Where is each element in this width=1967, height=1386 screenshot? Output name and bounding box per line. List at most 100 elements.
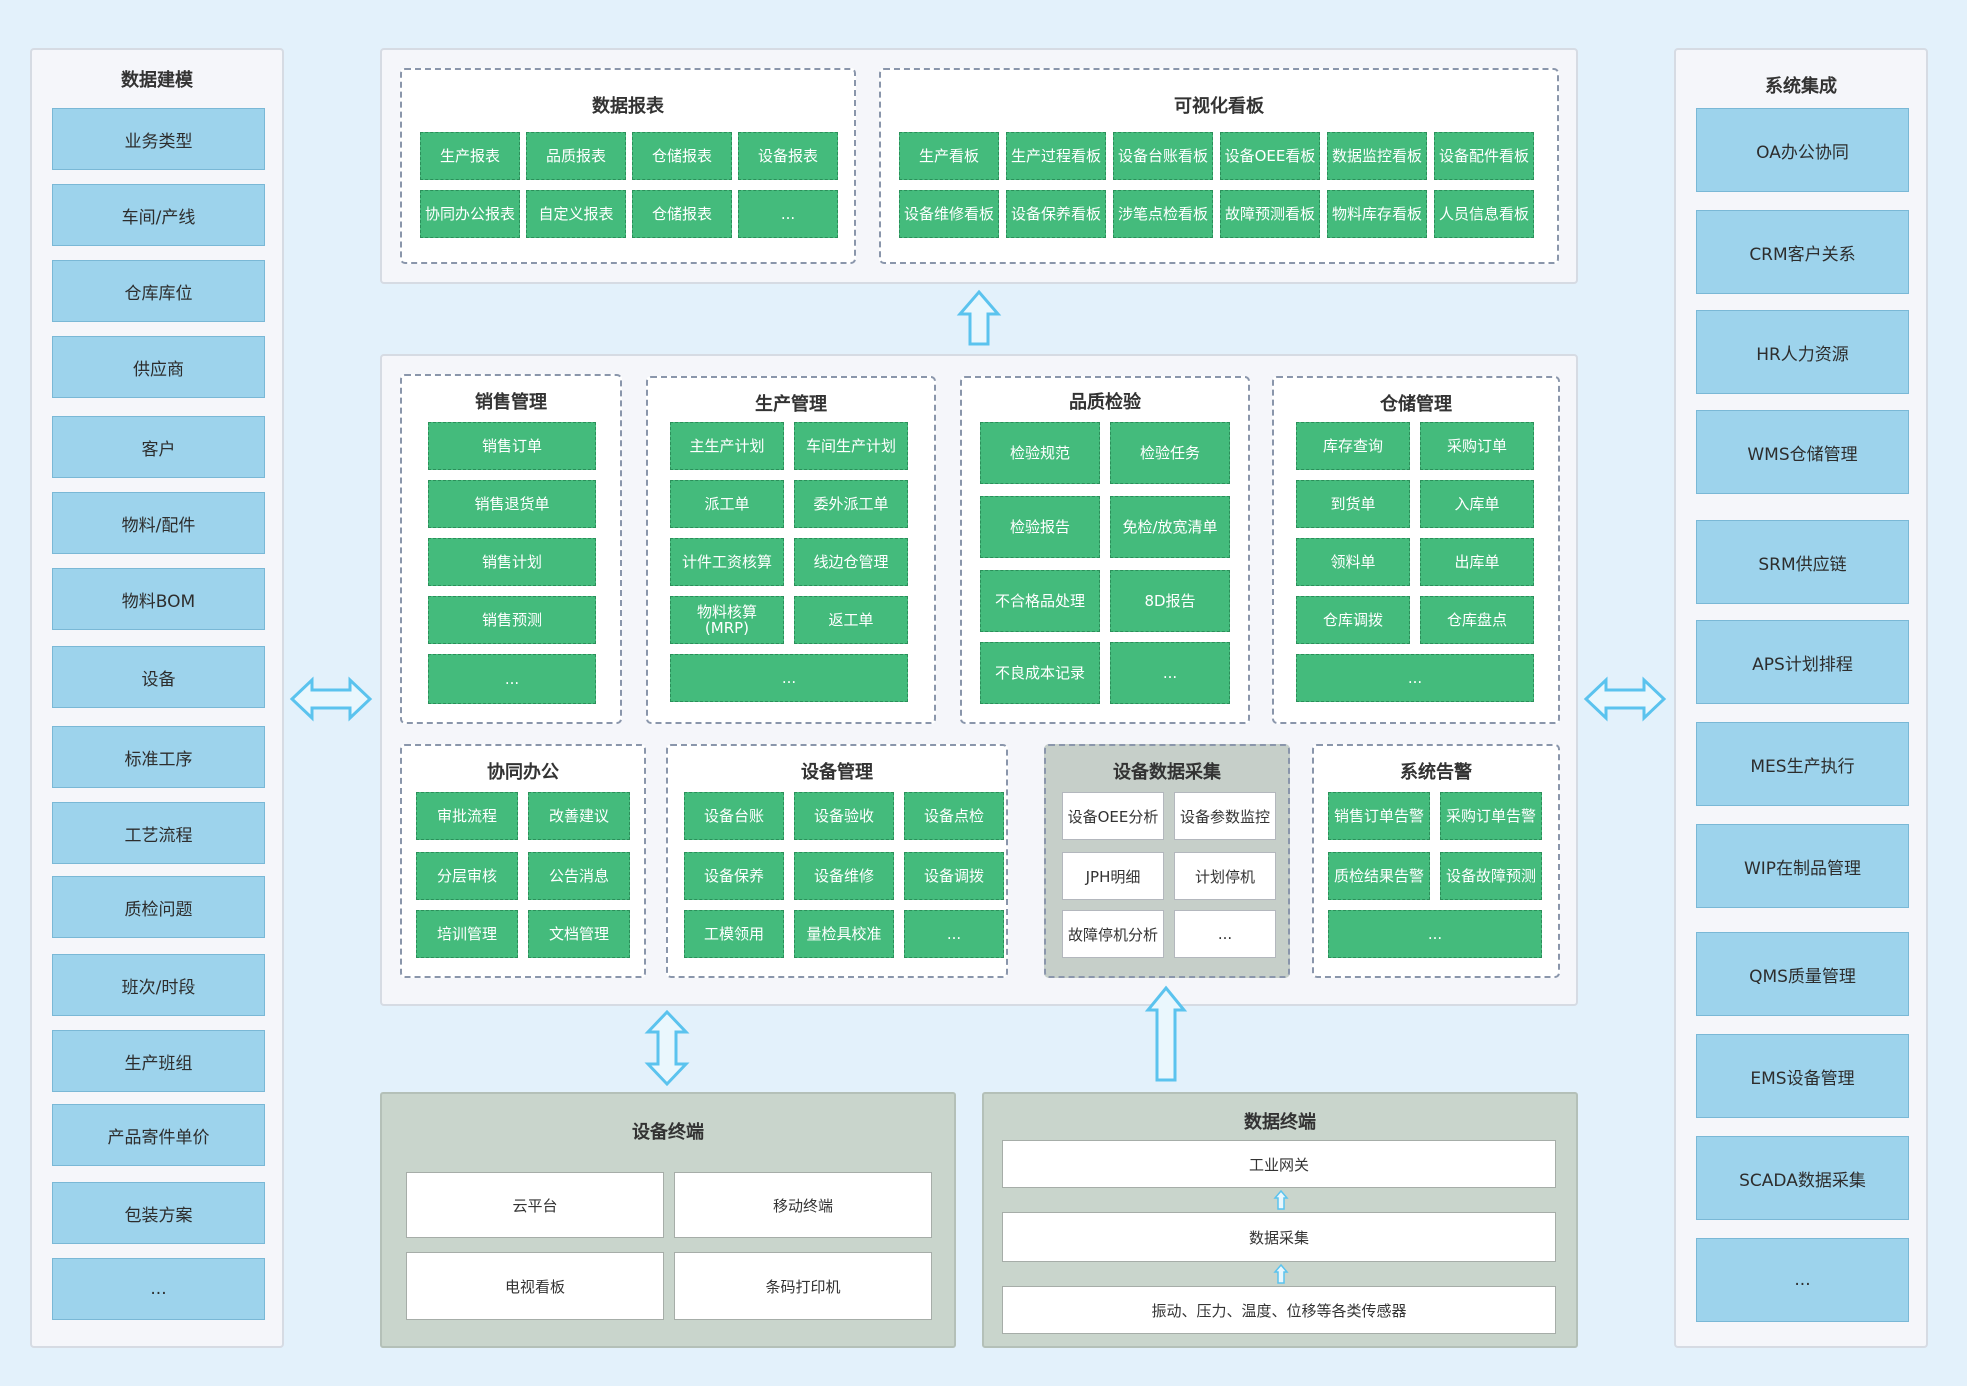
warehouse-item[interactable]: 仓库调拨: [1296, 596, 1410, 644]
production-item[interactable]: 派工单: [670, 480, 784, 528]
quality-item[interactable]: 不良成本记录: [980, 642, 1100, 704]
data-modeling-item[interactable]: 设备: [52, 646, 265, 708]
report-item[interactable]: 品质报表: [526, 132, 626, 180]
data-modeling-item[interactable]: 供应商: [52, 336, 265, 398]
equipment-item[interactable]: 设备台账: [684, 792, 784, 840]
equipment-item[interactable]: 设备验收: [794, 792, 894, 840]
alarm-item[interactable]: ...: [1328, 910, 1542, 958]
quality-item[interactable]: 检验规范: [980, 422, 1100, 484]
report-item[interactable]: 生产报表: [420, 132, 520, 180]
collection-item[interactable]: JPH明细: [1062, 852, 1164, 900]
system-integration-item[interactable]: APS计划排程: [1696, 620, 1909, 704]
quality-item[interactable]: 检验任务: [1110, 422, 1230, 484]
sales-item[interactable]: 销售订单: [428, 422, 596, 470]
data-modeling-item[interactable]: 车间/产线: [52, 184, 265, 246]
alarm-item[interactable]: 采购订单告警: [1440, 792, 1542, 840]
data-modeling-item[interactable]: ...: [52, 1258, 265, 1320]
system-integration-item[interactable]: OA办公协同: [1696, 108, 1909, 192]
dashboard-item[interactable]: 人员信息看板: [1434, 190, 1534, 238]
dashboard-item[interactable]: 生产看板: [899, 132, 999, 180]
system-integration-item[interactable]: HR人力资源: [1696, 310, 1909, 394]
dashboard-item[interactable]: 设备保养看板: [1006, 190, 1106, 238]
production-item[interactable]: 主生产计划: [670, 422, 784, 470]
warehouse-item[interactable]: 到货单: [1296, 480, 1410, 528]
collection-item[interactable]: 计划停机: [1174, 852, 1276, 900]
office-item[interactable]: 公告消息: [528, 852, 630, 900]
data-modeling-item[interactable]: 物料BOM: [52, 568, 265, 630]
quality-item[interactable]: 8D报告: [1110, 570, 1230, 632]
warehouse-item[interactable]: 库存查询: [1296, 422, 1410, 470]
device-terminal-item[interactable]: 条码打印机: [674, 1252, 932, 1320]
production-item[interactable]: 委外派工单: [794, 480, 908, 528]
data-modeling-item[interactable]: 生产班组: [52, 1030, 265, 1092]
data-modeling-item[interactable]: 仓库库位: [52, 260, 265, 322]
sales-item[interactable]: 销售退货单: [428, 480, 596, 528]
system-integration-item[interactable]: WMS仓储管理: [1696, 410, 1909, 494]
dashboard-item[interactable]: 设备台账看板: [1113, 132, 1213, 180]
system-integration-item[interactable]: MES生产执行: [1696, 722, 1909, 806]
report-item[interactable]: ...: [738, 190, 838, 238]
report-item[interactable]: 仓储报表: [632, 190, 732, 238]
dashboard-item[interactable]: 物料库存看板: [1327, 190, 1427, 238]
office-item[interactable]: 改善建议: [528, 792, 630, 840]
equipment-item[interactable]: 设备调拨: [904, 852, 1004, 900]
equipment-item[interactable]: 设备保养: [684, 852, 784, 900]
warehouse-item[interactable]: 采购订单: [1420, 422, 1534, 470]
warehouse-item[interactable]: 领料单: [1296, 538, 1410, 586]
system-integration-item[interactable]: SRM供应链: [1696, 520, 1909, 604]
device-terminal-item[interactable]: 云平台: [406, 1172, 664, 1238]
office-item[interactable]: 审批流程: [416, 792, 518, 840]
warehouse-item[interactable]: 入库单: [1420, 480, 1534, 528]
report-item[interactable]: 设备报表: [738, 132, 838, 180]
alarm-item[interactable]: 销售订单告警: [1328, 792, 1430, 840]
report-item[interactable]: 仓储报表: [632, 132, 732, 180]
production-item[interactable]: ...: [670, 654, 908, 702]
system-integration-item[interactable]: ...: [1696, 1238, 1909, 1322]
quality-item[interactable]: 检验报告: [980, 496, 1100, 558]
production-item[interactable]: 返工单: [794, 596, 908, 644]
equipment-item[interactable]: 量检具校准: [794, 910, 894, 958]
data-modeling-item[interactable]: 产品寄件单价: [52, 1104, 265, 1166]
dashboard-item[interactable]: 涉笔点检看板: [1113, 190, 1213, 238]
equipment-item[interactable]: 设备维修: [794, 852, 894, 900]
data-modeling-item[interactable]: 物料/配件: [52, 492, 265, 554]
data-modeling-item[interactable]: 包装方案: [52, 1182, 265, 1244]
data-terminal-item[interactable]: 工业网关: [1002, 1140, 1556, 1188]
data-modeling-item[interactable]: 班次/时段: [52, 954, 265, 1016]
warehouse-item[interactable]: 仓库盘点: [1420, 596, 1534, 644]
warehouse-item[interactable]: ...: [1296, 654, 1534, 702]
equipment-item[interactable]: 工模领用: [684, 910, 784, 958]
device-terminal-item[interactable]: 电视看板: [406, 1252, 664, 1320]
quality-item[interactable]: 不合格品处理: [980, 570, 1100, 632]
sales-item[interactable]: ...: [428, 654, 596, 704]
system-integration-item[interactable]: WIP在制品管理: [1696, 824, 1909, 908]
quality-item[interactable]: ...: [1110, 642, 1230, 704]
data-terminal-item[interactable]: 数据采集: [1002, 1212, 1556, 1262]
device-terminal-item[interactable]: 移动终端: [674, 1172, 932, 1238]
system-integration-item[interactable]: SCADA数据采集: [1696, 1136, 1909, 1220]
dashboard-item[interactable]: 生产过程看板: [1006, 132, 1106, 180]
equipment-item[interactable]: 设备点检: [904, 792, 1004, 840]
dashboard-item[interactable]: 设备维修看板: [899, 190, 999, 238]
data-terminal-item[interactable]: 振动、压力、温度、位移等各类传感器: [1002, 1286, 1556, 1334]
system-integration-item[interactable]: QMS质量管理: [1696, 932, 1909, 1016]
system-integration-item[interactable]: CRM客户关系: [1696, 210, 1909, 294]
report-item[interactable]: 协同办公报表: [420, 190, 520, 238]
production-item[interactable]: 物料核算 (MRP): [670, 596, 784, 644]
dashboard-item[interactable]: 数据监控看板: [1327, 132, 1427, 180]
production-item[interactable]: 车间生产计划: [794, 422, 908, 470]
dashboard-item[interactable]: 设备OEE看板: [1220, 132, 1320, 180]
data-modeling-item[interactable]: 标准工序: [52, 726, 265, 788]
office-item[interactable]: 培训管理: [416, 910, 518, 958]
quality-item[interactable]: 免检/放宽清单: [1110, 496, 1230, 558]
office-item[interactable]: 分层审核: [416, 852, 518, 900]
equipment-item[interactable]: ...: [904, 910, 1004, 958]
data-modeling-item[interactable]: 质检问题: [52, 876, 265, 938]
warehouse-item[interactable]: 出库单: [1420, 538, 1534, 586]
sales-item[interactable]: 销售预测: [428, 596, 596, 644]
collection-item[interactable]: 故障停机分析: [1062, 910, 1164, 958]
alarm-item[interactable]: 设备故障预测: [1440, 852, 1542, 900]
data-modeling-item[interactable]: 业务类型: [52, 108, 265, 170]
dashboard-item[interactable]: 故障预测看板: [1220, 190, 1320, 238]
production-item[interactable]: 线边仓管理: [794, 538, 908, 586]
